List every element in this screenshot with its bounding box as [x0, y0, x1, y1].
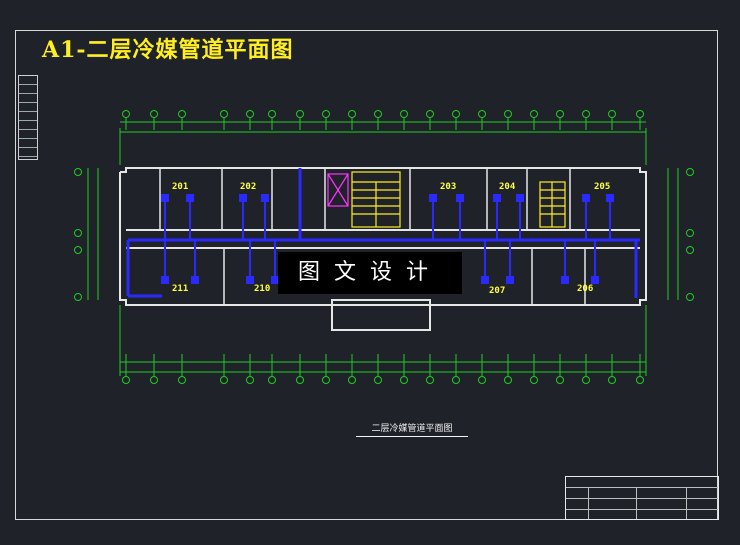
axis-marker — [268, 110, 276, 118]
axis-marker — [348, 110, 356, 118]
axis-marker — [478, 376, 486, 384]
title-block-divider — [566, 498, 718, 499]
axis-marker — [530, 110, 538, 118]
axis-marker — [582, 110, 590, 118]
axis-marker — [608, 110, 616, 118]
bottom-dimension-lines — [119, 305, 647, 376]
top-dimension-lines — [119, 121, 647, 165]
room-number: 211 — [172, 284, 189, 294]
room-number: 202 — [240, 182, 257, 192]
top-axis-markers — [122, 110, 644, 130]
room-number: 210 — [254, 284, 271, 294]
axis-marker — [322, 110, 330, 118]
axis-marker — [504, 110, 512, 118]
axis-marker — [582, 376, 590, 384]
axis-marker — [426, 376, 434, 384]
title-block-divider — [566, 509, 718, 510]
axis-marker — [426, 110, 434, 118]
indoor-units — [161, 194, 614, 284]
room-number: 206 — [577, 284, 594, 294]
axis-marker — [530, 376, 538, 384]
binding-strip — [18, 75, 38, 160]
title-block-divider — [686, 487, 687, 519]
axis-marker — [452, 110, 460, 118]
axis-marker — [636, 376, 644, 384]
axis-marker — [122, 376, 130, 384]
building-walls — [119, 167, 647, 331]
room-number: 207 — [489, 286, 506, 296]
watermark: 图文设计 — [278, 252, 462, 294]
refrigerant-main-pipe — [126, 168, 640, 298]
stair-east — [539, 181, 566, 228]
room-number: 204 — [499, 182, 516, 192]
title-block-divider — [566, 487, 718, 488]
axis-marker — [296, 376, 304, 384]
axis-marker — [122, 110, 130, 118]
axis-marker — [478, 110, 486, 118]
axis-marker — [220, 110, 228, 118]
room-number: 205 — [594, 182, 611, 192]
axis-marker — [400, 376, 408, 384]
axis-marker — [220, 376, 228, 384]
axis-marker — [246, 110, 254, 118]
axis-marker — [452, 376, 460, 384]
axis-marker — [150, 376, 158, 384]
axis-marker — [322, 376, 330, 384]
drawing-title: A1-二层冷媒管道平面图 — [42, 37, 294, 63]
axis-marker — [178, 376, 186, 384]
title-block-divider — [588, 487, 589, 519]
room-number: 203 — [440, 182, 457, 192]
refrigerant-branch-pipes — [164, 198, 611, 280]
axis-marker — [400, 110, 408, 118]
axis-marker — [504, 376, 512, 384]
axis-marker — [608, 376, 616, 384]
axis-marker — [636, 110, 644, 118]
drawing-caption: 二层冷媒管道平面图 — [356, 421, 468, 437]
side-axis-markers — [74, 168, 694, 301]
axis-marker — [296, 110, 304, 118]
axis-marker — [374, 376, 382, 384]
stair-main — [351, 171, 401, 228]
axis-marker — [348, 376, 356, 384]
axis-marker — [374, 110, 382, 118]
room-number: 201 — [172, 182, 189, 192]
elevator-shaft — [327, 173, 349, 207]
axis-marker — [268, 376, 276, 384]
bottom-axis-markers — [122, 354, 644, 384]
axis-marker — [178, 110, 186, 118]
axis-marker — [246, 376, 254, 384]
title-block — [565, 476, 719, 520]
axis-marker — [556, 376, 564, 384]
axis-marker — [556, 110, 564, 118]
title-block-divider — [636, 487, 637, 519]
side-dimension-lines — [87, 168, 679, 300]
sheet-border — [15, 30, 718, 520]
axis-marker — [150, 110, 158, 118]
